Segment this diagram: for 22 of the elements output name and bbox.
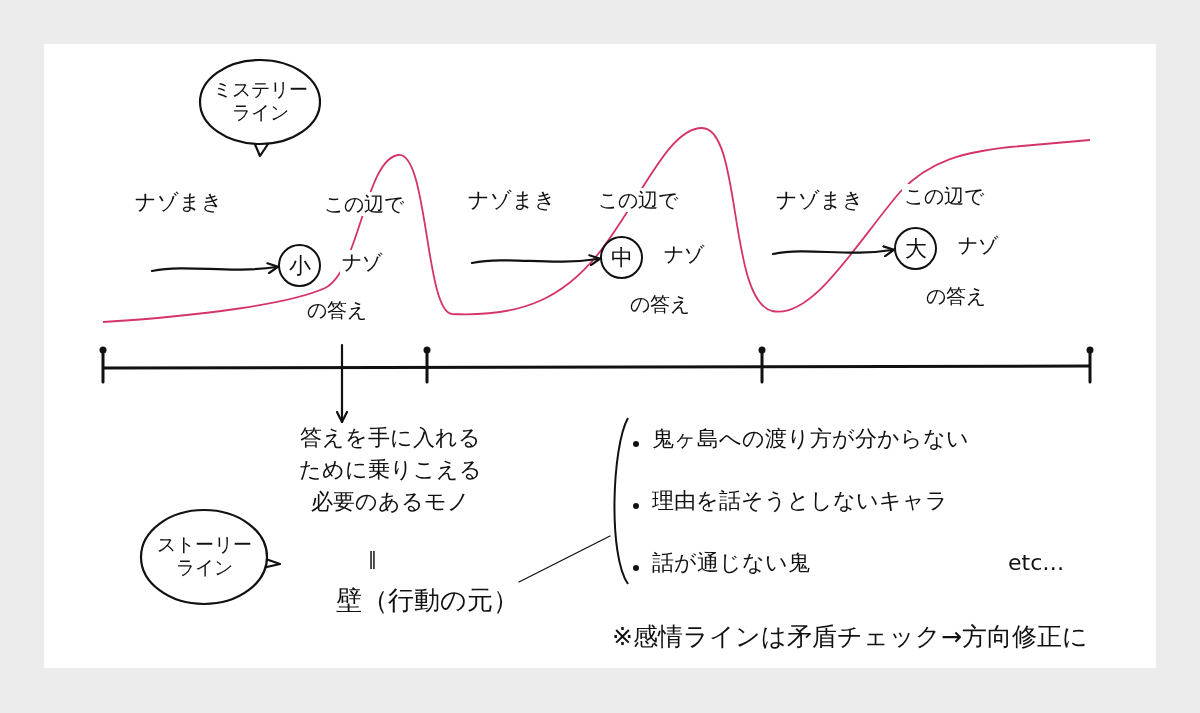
annotation-text: ナゾ [956, 233, 1000, 257]
list-item: 話が通じない鬼 [652, 550, 810, 577]
note-text: 答えを手に入れるために乗りこえる必要のあるモノ [298, 424, 482, 516]
arrow [335, 343, 349, 424]
arrow [470, 253, 602, 267]
annotation-text: ナゾ [340, 250, 384, 274]
note-text: etc… [1008, 550, 1065, 577]
list-item: 鬼ヶ島への渡り方が分からない [652, 426, 969, 453]
arrow [771, 245, 896, 258]
equals-mark: ‖ [368, 548, 377, 570]
arrow [150, 261, 280, 275]
edge-label: ナゾまき [468, 188, 556, 214]
note-text: ※感情ラインは矛盾チェック→方向修正に [612, 622, 1088, 652]
bubble-text: ミステリーライン [211, 78, 309, 124]
bubble-text: ストーリーライン [155, 533, 253, 579]
edge-label: ナゾまき [776, 188, 864, 214]
list-item: 理由を話そうとしないキャラ [652, 488, 948, 515]
annotation-text: ナゾ [662, 242, 706, 266]
annotation-text: この辺で [902, 184, 986, 208]
note-text: 壁（行動の元） [336, 584, 519, 617]
edge-label: ナゾまき [135, 190, 223, 216]
leader-line [518, 535, 611, 583]
